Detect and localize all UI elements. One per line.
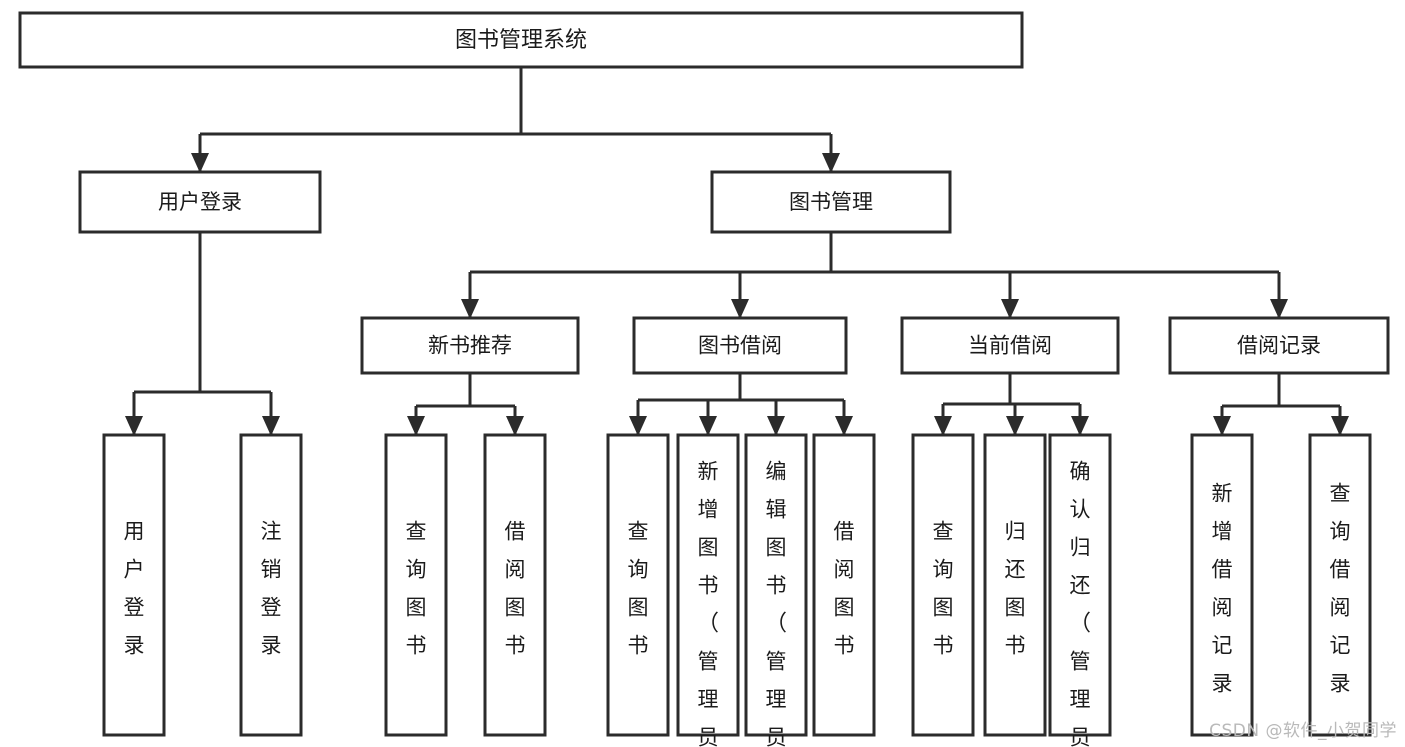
leaf-node-8-box[interactable] (911, 433, 975, 737)
watermark-text: CSDN @软件_小贺同学 (1209, 721, 1397, 741)
level2-node-0[interactable]: 用户登录 (78, 170, 322, 234)
level3-node-2[interactable]: 当前借阅 (900, 316, 1120, 375)
root-node-label: 图书管理系统 (455, 28, 587, 53)
leaf-node-1[interactable]: 注销登录 (239, 433, 303, 737)
root-node-box[interactable] (18, 11, 1024, 69)
leaf-node-2-box[interactable] (384, 433, 448, 737)
level3-node-2-box[interactable] (900, 316, 1120, 375)
leaf-node-0[interactable]: 用户登录 (102, 433, 166, 737)
leaf-node-12[interactable]: 查询借阅记录 (1308, 433, 1372, 737)
root-to-level2-arrow-0 (191, 153, 209, 173)
level3-node-0-box[interactable] (360, 316, 580, 375)
level3-node-2-label: 当前借阅 (968, 334, 1052, 358)
leaf-node-11[interactable]: 新增借阅记录 (1190, 433, 1254, 737)
bookmgmt-to-level3-arrow-3 (1270, 299, 1288, 319)
level3-node-1-box[interactable] (632, 316, 848, 375)
borrow-leaves-arrow-1 (699, 416, 717, 436)
borrow-leaves-arrow-2 (767, 416, 785, 436)
leaf-node-9[interactable]: 归还图书 (983, 433, 1047, 737)
level3-node-3-box[interactable] (1168, 316, 1390, 375)
record-leaves-arrow-0 (1213, 416, 1231, 436)
level3-node-1[interactable]: 图书借阅 (632, 316, 848, 375)
record-leaves-arrow-1 (1331, 416, 1349, 436)
leaf-node-4[interactable]: 查询图书 (606, 433, 670, 737)
leaf-node-5-box[interactable] (676, 433, 740, 737)
root-node[interactable]: 图书管理系统 (18, 11, 1024, 69)
leaf-node-3-label: 借阅图书 (505, 520, 526, 658)
leaf-node-1-label: 注销登录 (261, 520, 282, 658)
root-to-level2-arrow-1 (822, 153, 840, 173)
leaf-node-7[interactable]: 借阅图书 (812, 433, 876, 737)
leaf-node-12-label: 查询借阅记录 (1330, 482, 1351, 696)
leaf-node-0-box[interactable] (102, 433, 166, 737)
leaf-node-11-box[interactable] (1190, 433, 1254, 737)
newbook-leaves-arrow-0 (407, 416, 425, 436)
bookmgmt-to-level3-arrow-2 (1001, 299, 1019, 319)
leaf-node-8-label: 查询图书 (933, 520, 954, 658)
leaf-node-9-label: 归还图书 (1005, 520, 1026, 658)
leaf-node-8[interactable]: 查询图书 (911, 433, 975, 737)
bookmgmt-to-level3-arrow-1 (731, 299, 749, 319)
level3-node-1-label: 图书借阅 (698, 334, 782, 358)
leaf-node-10-label: 确认归还（管理员） (1069, 460, 1091, 747)
leaf-node-9-box[interactable] (983, 433, 1047, 737)
level3-node-3-label: 借阅记录 (1237, 334, 1321, 358)
leaf-node-6-box[interactable] (744, 433, 808, 737)
level3-node-0[interactable]: 新书推荐 (360, 316, 580, 375)
leaf-node-11-label: 新增借阅记录 (1212, 482, 1233, 696)
login-leaves-arrow-0 (125, 416, 143, 436)
bookmgmt-to-level3-arrow-0 (461, 299, 479, 319)
leaf-node-10[interactable]: 确认归还（管理员） (1048, 433, 1112, 747)
level2-node-0-label: 用户登录 (158, 190, 242, 214)
login-leaves-arrow-1 (262, 416, 280, 436)
leaf-node-3-box[interactable] (483, 433, 547, 737)
leaf-node-5-label: 新增图书（管理员） (697, 460, 719, 747)
borrow-leaves-arrow-3 (835, 416, 853, 436)
current-leaves-arrow-1 (1006, 416, 1024, 436)
borrow-leaves-arrow-0 (629, 416, 647, 436)
level2-node-0-box[interactable] (78, 170, 322, 234)
leaf-node-2[interactable]: 查询图书 (384, 433, 448, 737)
leaf-node-0-label: 用户登录 (124, 520, 145, 658)
leaf-node-12-box[interactable] (1308, 433, 1372, 737)
current-leaves-arrow-0 (934, 416, 952, 436)
leaf-node-1-box[interactable] (239, 433, 303, 737)
leaf-node-6[interactable]: 编辑图书（管理员） (744, 433, 808, 747)
level3-node-0-label: 新书推荐 (428, 334, 512, 358)
level2-node-1[interactable]: 图书管理 (710, 170, 952, 234)
level3-node-3[interactable]: 借阅记录 (1168, 316, 1390, 375)
leaf-node-5[interactable]: 新增图书（管理员） (676, 433, 740, 747)
leaf-node-4-box[interactable] (606, 433, 670, 737)
leaf-node-10-box[interactable] (1048, 433, 1112, 737)
leaf-node-4-label: 查询图书 (628, 520, 649, 658)
current-leaves-arrow-2 (1071, 416, 1089, 436)
leaf-node-7-label: 借阅图书 (834, 520, 855, 658)
leaf-node-2-label: 查询图书 (406, 520, 427, 658)
leaf-node-3[interactable]: 借阅图书 (483, 433, 547, 737)
level2-node-1-box[interactable] (710, 170, 952, 234)
leaf-node-6-label: 编辑图书（管理员） (765, 460, 787, 747)
newbook-leaves-arrow-1 (506, 416, 524, 436)
node-layer: 图书管理系统用户登录图书管理新书推荐图书借阅当前借阅借阅记录用户登录注销登录查询… (18, 11, 1390, 747)
level2-node-1-label: 图书管理 (789, 190, 873, 214)
connector-layer (125, 67, 1349, 436)
leaf-node-7-box[interactable] (812, 433, 876, 737)
